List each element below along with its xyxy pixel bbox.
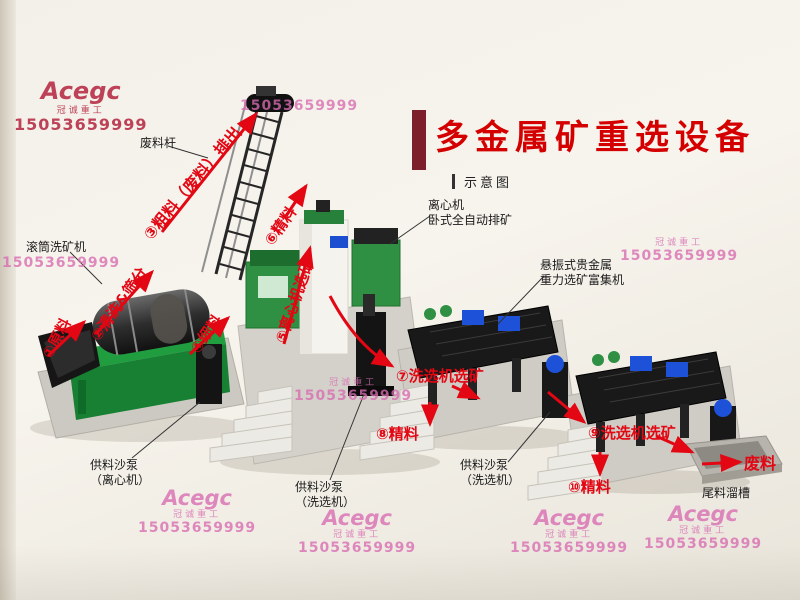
- watermark-phone: 15053659999: [240, 98, 359, 114]
- watermark-company: 冠诚重工: [329, 378, 378, 388]
- flow-label-waste-out: 废料: [744, 454, 777, 473]
- floor-shade: [0, 545, 800, 600]
- watermark-phone: 15053659999: [644, 536, 763, 553]
- watermark: Acegc 冠诚重工 15053659999: [14, 77, 148, 134]
- subtitle-block: 示意图: [452, 172, 512, 191]
- backdrop-edge: [0, 0, 16, 600]
- watermark-phone: 15053659999: [294, 388, 413, 405]
- stairs-centrifuge: [209, 385, 293, 463]
- arrow-step4: [188, 315, 231, 356]
- watermark-company: 冠诚重工: [545, 530, 594, 541]
- watermark: Acegc 冠诚重工 15053659999: [644, 502, 762, 553]
- subtitle-tick: [452, 174, 455, 189]
- label-concentrator-line1: 悬振式贵金属: [540, 258, 613, 272]
- flow-label-concentrate-10: ⑩精料: [568, 478, 611, 496]
- arrow-step1: [46, 319, 87, 358]
- label-feed-pump-washer1-line2: （洗选机）: [295, 495, 356, 509]
- label-feed-pump-washer2-line2: （洗选机）: [460, 473, 521, 487]
- flow-arrows: [46, 111, 743, 477]
- label-centrifuge-line2: 卧式全自动排矿: [428, 213, 513, 227]
- label-feed-pump-washer1: 供料沙泵 （洗选机）: [295, 480, 355, 510]
- watermark-brand: Acegc: [40, 77, 121, 105]
- flow-label-washer-select-9: ⑨洗选机选矿: [588, 424, 676, 442]
- label-centrifuge: 离心机 卧式全自动排矿: [428, 198, 512, 228]
- stairs-table-2: [527, 423, 603, 501]
- label-tailings-chute: 尾料溜槽: [702, 486, 751, 500]
- title-accent-bar: [412, 110, 426, 170]
- label-feed-pump-washer2: 供料沙泵 （洗选机）: [460, 458, 520, 488]
- watermark-company: 冠诚重工: [655, 238, 704, 248]
- label-feed-pump-centrifuge: 供料沙泵 （离心机）: [90, 458, 150, 488]
- arrow-step2: [94, 269, 155, 336]
- watermark: 15053659999: [2, 255, 120, 271]
- watermark-phone: 15053659999: [620, 248, 739, 265]
- label-feed-pump-centrifuge-line1: 供料沙泵: [90, 458, 139, 472]
- label-concentrator: 悬振式贵金属 重力选矿富集机: [540, 258, 624, 288]
- arrow-waste: [701, 454, 743, 473]
- watermark-phone: 15053659999: [298, 540, 417, 557]
- arrow-to-step7: [328, 295, 395, 368]
- watermark-brand: Acegc: [162, 486, 232, 510]
- flow-label-concentrate-8: ⑧精料: [376, 425, 419, 443]
- label-feed-pump-centrifuge-line2: （离心机）: [90, 473, 151, 487]
- arrow-to-step9: [547, 390, 587, 424]
- watermark-company: 冠诚重工: [56, 105, 105, 116]
- label-feed-pump-washer1-line1: 供料沙泵: [295, 480, 344, 494]
- watermark-company: 冠诚重工: [333, 530, 382, 541]
- watermark-brand: Acegc: [668, 502, 738, 526]
- watermark: Acegc 冠诚重工 15053659999: [298, 506, 416, 557]
- watermark: 冠诚重工 15053659999: [294, 378, 412, 404]
- flow-label-washer-select-7: ⑦洗选机选矿: [396, 367, 484, 385]
- watermark-phone: 15053659999: [2, 255, 121, 271]
- arrow-step9-out: [655, 434, 695, 454]
- watermark: Acegc 冠诚重工 15053659999: [510, 506, 628, 557]
- watermark-phone: 15053659999: [138, 520, 257, 537]
- watermark: 冠诚重工 15053659999: [620, 238, 738, 264]
- watermark-brand: Acegc: [534, 506, 604, 530]
- label-waste-rod: 废料杆: [140, 136, 177, 150]
- leader-lines: [69, 145, 551, 481]
- drum-washer-machine: [38, 289, 230, 420]
- arrow-step5: [282, 245, 314, 345]
- watermark-company: 冠诚重工: [173, 510, 222, 521]
- watermark-phone: 15053659999: [14, 114, 148, 134]
- centrifuge-machine: [245, 200, 401, 396]
- watermark-brand: Acegc: [322, 506, 392, 530]
- label-concentrator-line2: 重力选矿富集机: [540, 273, 625, 287]
- watermark: 15053659999: [240, 98, 358, 114]
- title-block: 多金属矿重选设备: [412, 110, 755, 170]
- label-centrifuge-line1: 离心机: [428, 198, 465, 212]
- arrow-step6: [284, 183, 308, 217]
- shaking-table-2: [575, 351, 736, 460]
- arrow-step7-out: [451, 381, 481, 400]
- label-feed-pump-washer2-line1: 供料沙泵: [460, 458, 509, 472]
- subtitle-text: 示意图: [464, 176, 513, 191]
- arrow-step3: [160, 111, 258, 233]
- label-drum-washer: 滚筒洗矿机: [26, 240, 87, 254]
- page-title: 多金属矿重选设备: [435, 118, 755, 158]
- watermark: Acegc 冠诚重工 15053659999: [138, 486, 256, 537]
- ladder-head-pulley: [246, 94, 294, 112]
- watermark-company: 冠诚重工: [679, 526, 728, 537]
- watermark-phone: 15053659999: [510, 540, 629, 557]
